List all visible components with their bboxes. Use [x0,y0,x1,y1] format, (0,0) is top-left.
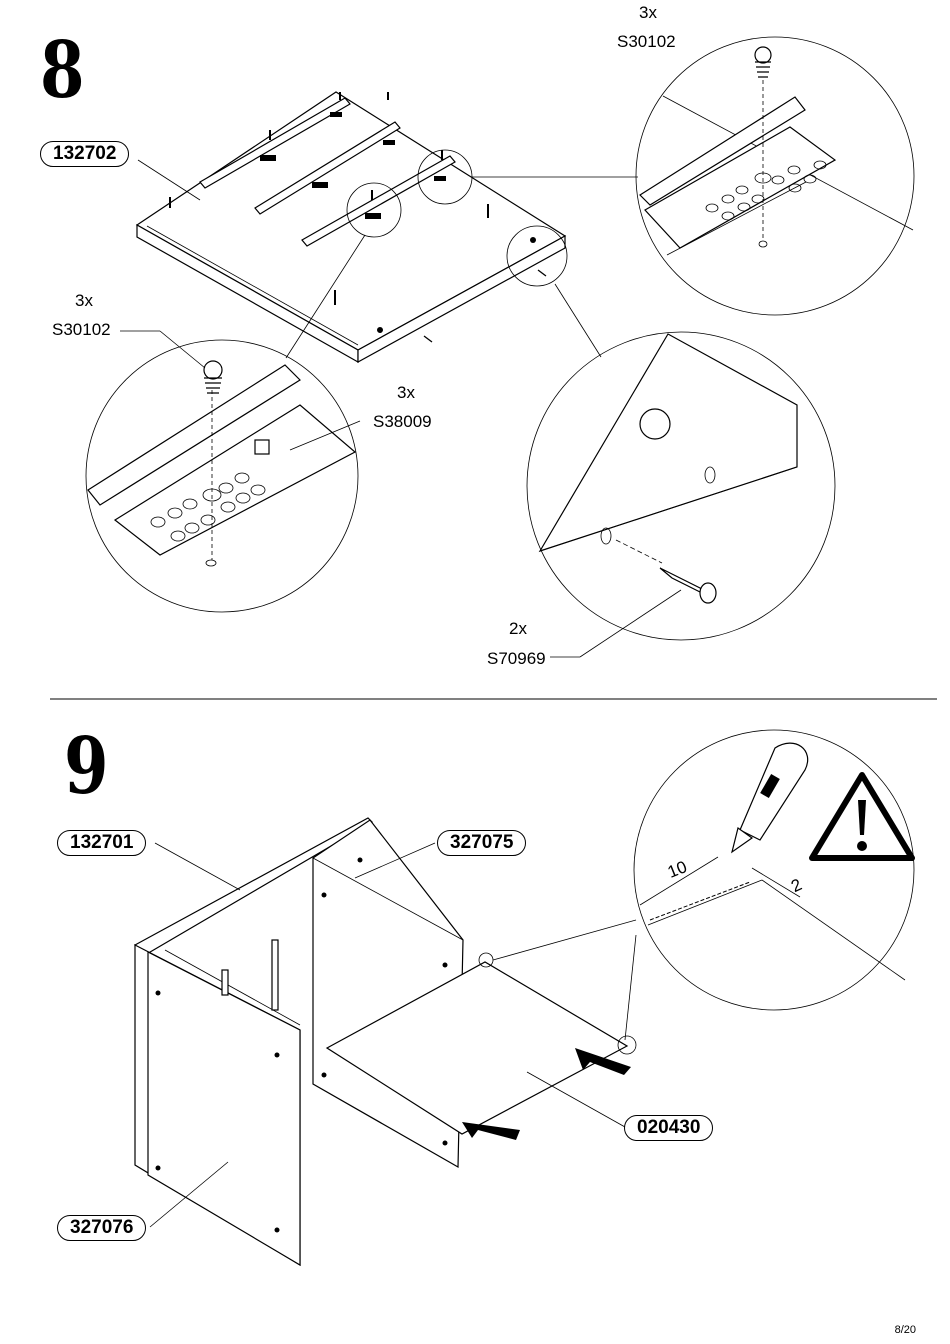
step-number-8: 8 [40,25,85,116]
part-label-327075: 327075 [437,830,527,856]
step9-drawing [134,729,915,1267]
callout-code-bottom: S70969 [487,649,546,668]
callout-qty-center: 3x [397,383,415,402]
part-label-132702: 132702 [40,141,130,167]
callout-code-left: S30102 [52,320,111,339]
cutter-knife-icon [731,742,809,854]
drawer-slides [199,97,456,247]
callout-qty-top-right: 3x [639,3,657,22]
part-label-327076: 327076 [57,1215,147,1241]
part-label-020430: 020430 [624,1115,714,1141]
step8-drawing [85,36,915,658]
step-number-9: 9 [64,721,109,812]
callout-code-top-right: S30102 [617,32,676,51]
warning-icon [809,772,915,861]
callout-qty-left: 3x [75,291,93,310]
part-label-132701: 132701 [57,830,147,856]
page-number: 8/20 [894,1324,916,1336]
callout-qty-bottom: 2x [509,619,527,638]
callout-code-center: S38009 [373,412,432,431]
